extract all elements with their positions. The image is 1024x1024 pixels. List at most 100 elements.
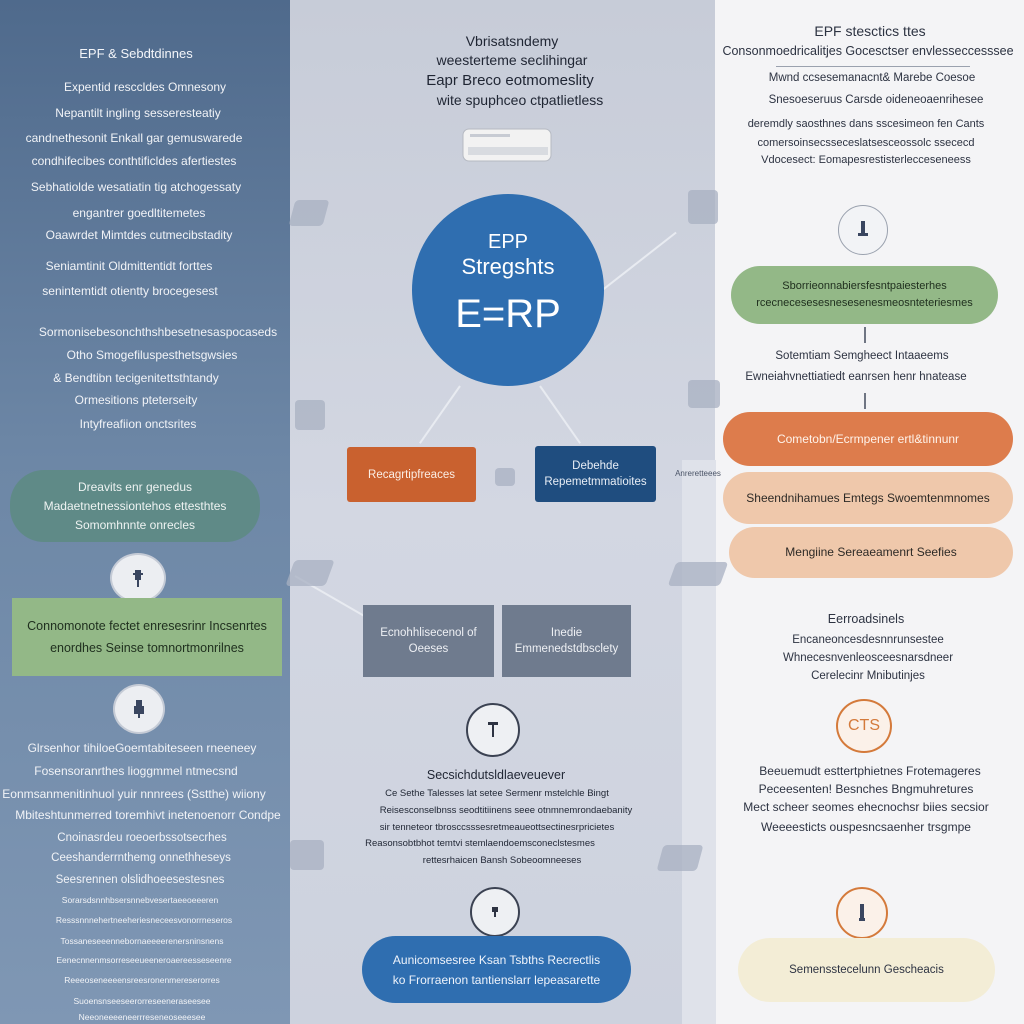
orange-box[interactable]: Recagrtipfreaces <box>347 447 476 502</box>
laptop-icon <box>460 127 556 165</box>
pill-label: Cometobn/Ecrmpener ertl&tinnunr <box>776 431 960 446</box>
middle-blue-pill[interactable]: Aunicomsesree Ksan Tsbths Recrectlis ko … <box>362 936 631 1003</box>
left-text-line: engantrer goedltitemetes <box>72 206 206 220</box>
column-shade <box>682 460 716 1024</box>
center-big-label: E=RP <box>455 292 561 336</box>
shape-blob <box>495 468 515 486</box>
left-text-line: Suoensnseeseerorreseeneraseesee <box>73 996 211 1006</box>
box-line: Debehde <box>572 460 619 472</box>
grey-box-left[interactable]: Ecnohhlisecenol of Oeeses <box>363 605 494 677</box>
pill-label: Mengiine Sereaeamenrt Seefies <box>785 545 957 559</box>
left-text-line: & Bendtibn tecigenitettsthtandy <box>53 371 219 385</box>
left-text-line: Neeoneeeeneerrreseneoseeesee <box>78 1012 206 1022</box>
left-text-line: candnethesonit Enkall gar gemuswarede <box>25 131 243 145</box>
left-text-line: Ormesitions pteterseity <box>74 393 198 407</box>
middle-text-line: Reisesconselbnss seodtitiinens seee otnm… <box>379 805 633 816</box>
circle-node-icon[interactable] <box>470 887 520 937</box>
center-mid-label: Stregshts <box>461 254 555 279</box>
lamp-icon[interactable] <box>466 703 520 757</box>
left-text-line: Seesrennen olslidhoeesestesnes <box>55 874 225 886</box>
left-text-line: Sorarsdsnnhbsersnnebvesertaeeoeeeren <box>61 895 219 905</box>
pill-line: Aunicomsesree Ksan Tsbths Recrectlis <box>392 952 601 967</box>
right-text-line: Mwnd ccsesemanacnt& Marebe Coesoe <box>768 72 976 84</box>
shape-blob <box>688 190 718 224</box>
left-text-line: Intyfreafiion onctsrites <box>79 417 197 431</box>
right-text-line: Whnecesnvenleosceesnarsdneer <box>782 652 954 664</box>
shape-blob <box>688 380 720 408</box>
shape-blob <box>656 845 704 871</box>
pill-line: Dreavits enr genedus <box>77 479 193 494</box>
right-text-line: Beeuemudt esttertphietnes Frotemageres <box>759 764 981 778</box>
middle-section-label: Secsichdutsldlaeveuever <box>426 768 566 782</box>
box-line: enordhes Seinse tomnortmonrilnes <box>50 641 244 655</box>
left-text-line: Oaawrdet Mimtdes cutmecibstadity <box>45 228 233 242</box>
middle-text-line: Reasonsobtbhot temtvi stemlaendoemsconec… <box>365 838 595 849</box>
cts-label: CTS <box>848 717 880 734</box>
pill-line: ko Frorraenon tantienslarr lepeasarette <box>392 972 601 987</box>
pin-icon[interactable] <box>110 553 166 603</box>
pin-icon[interactable] <box>836 887 888 939</box>
robot-icon[interactable] <box>113 684 165 734</box>
left-text-line: Resssnnnehertneeheriesneceesvonorrnesero… <box>55 915 233 925</box>
left-green-box[interactable]: Connomonote fectet enresesrinr Incsenrte… <box>12 598 282 676</box>
left-text-line: Nepantilt ingling sesseresteatiy <box>55 106 221 120</box>
divider <box>776 66 970 67</box>
box-line: Repemetmmatioites <box>544 476 647 488</box>
right-subtitle: Consonmoedricalitjes Gocesctser envlesse… <box>722 44 1014 58</box>
right-text-line: Mect scheer seomes ehecnochsr biies secs… <box>743 800 989 814</box>
right-peach-pill-2[interactable]: Mengiine Sereaeamenrt Seefies <box>729 527 1013 578</box>
right-text-line: Encaneoncesdesnnrunsestee <box>792 634 944 646</box>
right-peach-pill-1[interactable]: Sheendnihamues Emtegs Swoemtenmnomes <box>723 472 1013 524</box>
middle-column <box>290 0 715 1024</box>
pill-line: rcecnecesesesnesesenesmeosnteteriesmes <box>756 297 973 309</box>
right-bottom-pill[interactable]: Semensstecelunn Gescheacis <box>738 938 995 1002</box>
box-line: Connomonote fectet enresesrinr Incsenrte… <box>27 619 267 633</box>
center-small-label: EPP <box>487 231 529 253</box>
grey-box-right[interactable]: Inedie Emmenedstdbsclety <box>502 605 631 677</box>
pill-line: Sborrieonnabiersfesntpaiesterhes <box>782 280 947 292</box>
left-text-line: Eenecnnenmsorreseeueeneroaereesseseenre <box>56 955 232 965</box>
middle-title-1: Vbrisatsndemy <box>465 33 559 49</box>
middle-text-line: sir tenneteor tbrosccsssesretmeaueottsec… <box>379 822 615 833</box>
pill-line: Somomhnnte onrecles <box>74 517 196 532</box>
left-text-line: Seniamtinit Oldmittentidt forttes <box>45 259 213 273</box>
right-text-line: Snesoeseruus Carsde oideneoaenrihesee <box>768 94 984 106</box>
right-title: EPF stesctics ttes <box>814 23 926 39</box>
middle-title-4: wite spuphceo ctpatlietless <box>436 92 604 108</box>
pill-label: Semensstecelunn Gescheacis <box>789 963 944 976</box>
left-text-line: Sebhatiolde wesatiatin tig atchogessaty <box>30 180 242 194</box>
pin-icon[interactable] <box>838 205 888 255</box>
middle-title-2: weesterteme seclihingar <box>436 52 588 68</box>
right-orange-pill[interactable]: Cometobn/Ecrmpener ertl&tinnunr <box>723 412 1013 466</box>
middle-text-line: Ce Sethe Talesses lat setee Sermenr mste… <box>385 788 609 799</box>
shape-blob <box>295 400 325 430</box>
right-after-green-2: Ewneiahvnettiatiedt eanrsen henr hnateas… <box>745 371 967 383</box>
left-heading: EPF & Sebdtdinnes <box>79 46 193 61</box>
cts-badge[interactable]: CTS <box>836 699 892 753</box>
left-text-line: Otho Smogefiluspesthetsgwsies <box>66 348 238 362</box>
side-note: Anreretteees <box>675 469 721 478</box>
center-node[interactable]: EPP Stregshts E=RP <box>412 194 604 386</box>
left-text-line: Mbiteshtunmerred toremhivt inetenoenorr … <box>15 808 281 822</box>
right-section-title: Eerroadsinels <box>827 612 905 626</box>
right-text-line: Cerelecinr Mnibutinjes <box>811 670 925 682</box>
navy-box[interactable]: Debehde Repemetmmatioites <box>535 446 656 502</box>
box-line: Inedie <box>550 627 583 639</box>
right-green-pill[interactable]: Sborrieonnabiersfesntpaiesterhes rcecnec… <box>731 266 998 324</box>
pill-line: Madaetnetnessiontehos ettesthtes <box>43 498 227 513</box>
right-text-line: deremdly saosthnes dans sscesimeon fen C… <box>747 118 985 130</box>
shape-blob <box>288 200 330 226</box>
left-text-line: Eonmsanmenitinhuol yuir nnnrees (Sstthe)… <box>2 787 266 801</box>
right-text-line: comersoinsecsseceslatsesceossolc ssececd <box>757 137 975 149</box>
box-line: Oeeses <box>408 643 449 655</box>
shape-blob <box>290 840 324 870</box>
left-teal-pill[interactable]: Dreavits enr genedus Madaetnetnessionteh… <box>10 470 260 542</box>
shape-blob <box>667 562 729 586</box>
middle-text-line: rettesrhaicen Bansh Sobeoomneeses <box>422 855 582 866</box>
box-line: Ecnohhlisecenol of <box>380 627 477 639</box>
right-after-green-1: Sotemtiam Semgheect Intaaeems <box>775 350 949 362</box>
box-line: Emmenedstdbsclety <box>514 643 619 655</box>
left-text-line: Sormonisebesonchthshbesetnesaspocaseds <box>38 325 278 339</box>
right-text-line: Peceesenten! Besnches Bngmuhretures <box>758 782 974 796</box>
right-text-line: Vdocesect: Eomapesrestisterlecceseneess <box>761 154 971 166</box>
